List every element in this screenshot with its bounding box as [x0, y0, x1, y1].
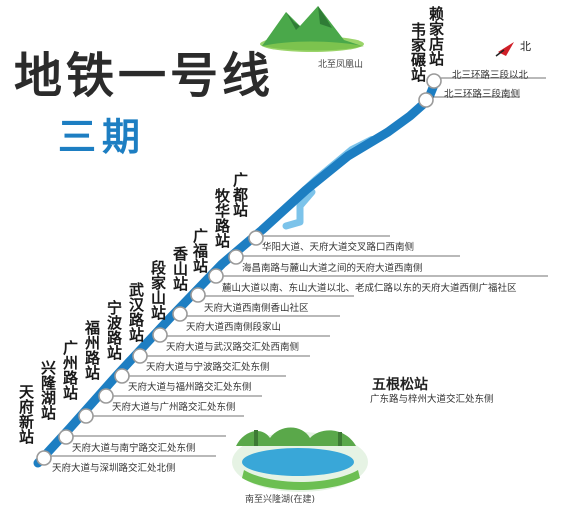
leader-lines [48, 77, 548, 457]
station-name-weijianian: 韦家碾站 [409, 22, 427, 82]
north-arrow-icon [495, 42, 514, 57]
station-marker-guangdu[interactable] [248, 230, 264, 246]
station-location-fuzhoulu: 天府大道与福州路交汇处东侧 [128, 382, 252, 393]
north-terminal-caption: 北至凤凰山 [318, 60, 364, 70]
station-name-guangzhoulu: 广州路站 [61, 340, 79, 400]
station-marker-tianfuxin[interactable] [36, 450, 52, 466]
station-location-weijianian: 北三环路三段南侧 [444, 89, 521, 100]
station-name-xiangshan: 香山站 [171, 246, 189, 291]
station-name-laijiadian: 赖家店站 [427, 6, 445, 66]
line-1 [33, 75, 441, 468]
station-location-laijiadian: 北三环路三段以北 [452, 70, 529, 81]
station-marker-fuzhoulu[interactable] [114, 368, 130, 384]
station-marker-guangfu[interactable] [208, 268, 224, 284]
station-name-wuhanlu: 武汉路站 [127, 282, 145, 342]
mountain-illustration [260, 6, 364, 52]
station-location-guangdu: 华阳大道、天府大道交叉路口西南侧 [262, 242, 415, 253]
station-location-muhualu: 海昌南路与麓山大道之间的天府大道西南侧 [242, 263, 423, 274]
station-name-xinglonghu: 兴隆湖站 [39, 360, 57, 420]
station-marker-xiangshan[interactable] [190, 287, 206, 303]
south-terminal-caption: 南至兴隆湖(在建) [245, 495, 316, 505]
station-name-duanjiashan: 段家山站 [149, 260, 167, 320]
phase-subtitle: 三期 [58, 115, 147, 159]
station-location-xinglonghu: 天府大道与南宁路交汇处东侧 [72, 443, 196, 454]
station-name-guangdu: 广都站 [231, 172, 249, 217]
station-location-duanjiashan: 天府大道西南侧段家山 [186, 322, 282, 333]
station-marker-weijianian[interactable] [418, 92, 434, 108]
station-name-wugensong: 五根松站 [372, 377, 428, 393]
station-marker-wuhanlu[interactable] [152, 327, 168, 343]
station-location-tianfuxin: 天府大道与深圳路交汇处北侧 [52, 463, 176, 474]
station-location-guangzhoulu: 天府大道与广州路交汇处东侧 [112, 402, 236, 413]
lake-illustration [232, 427, 368, 492]
station-location-wugensong: 广东路与梓州大道交汇处东侧 [370, 394, 494, 405]
station-marker-laijiadian[interactable] [426, 73, 442, 89]
station-name-tianfuxin: 天府新站 [17, 384, 35, 444]
station-marker-guangzhoulu[interactable] [98, 388, 114, 404]
station-markers [36, 73, 442, 466]
station-marker-xinglonghu-2[interactable] [58, 429, 74, 445]
north-marker: 北 [520, 40, 531, 53]
station-name-guangfu: 广福站 [191, 228, 209, 273]
station-name-muhualu: 牧华路站 [213, 188, 231, 248]
station-marker-ningbolu[interactable] [132, 348, 148, 364]
station-location-guangfu: 麓山大道以南、东山大道以北、老成仁路以东的天府大道西侧广福社区 [222, 283, 517, 294]
station-marker-duanjiashan[interactable] [172, 306, 188, 322]
page-title: 地铁一号线 [14, 48, 275, 104]
station-location-wuhanlu: 天府大道与武汉路交汇处西南侧 [166, 342, 300, 353]
station-location-ningbolu: 天府大道与宁波路交汇处东侧 [146, 362, 270, 373]
station-location-xiangshan: 天府大道西南侧香山社区 [204, 303, 309, 314]
station-marker-muhualu[interactable] [228, 249, 244, 265]
station-marker-xinglonghu[interactable] [78, 408, 94, 424]
station-name-ningbolu: 宁波路站 [105, 300, 123, 360]
station-name-fuzhoulu: 福州路站 [83, 320, 101, 380]
